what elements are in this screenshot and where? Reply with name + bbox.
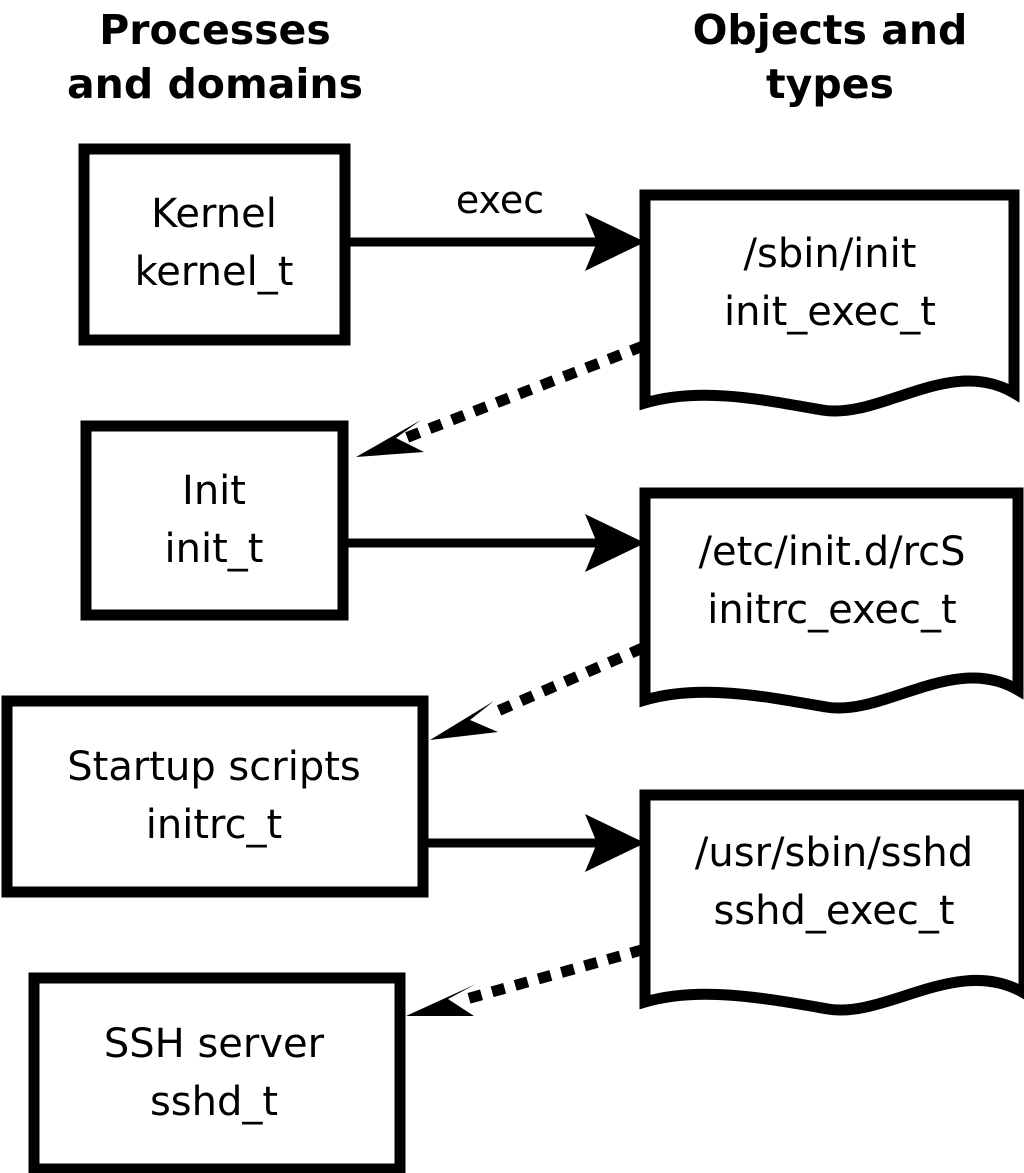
node-usr-sbin-sshd[interactable]: /usr/sbin/sshd sshd_exec_t xyxy=(639,789,1024,1016)
node-kernel-line2: kernel_t xyxy=(135,249,294,295)
column-header-objects-line1: Objects and xyxy=(693,6,968,54)
edge-init_exec-transition-init-arrowhead xyxy=(356,420,424,457)
node-usr-sbin-sshd-line2: sshd_exec_t xyxy=(713,888,954,934)
node-sbin-init-line2: init_exec_t xyxy=(724,289,936,335)
column-header-processes-line1: Processes xyxy=(99,6,331,54)
node-init-line1: Init xyxy=(182,468,246,514)
edge-initrc-exec-sshd_exec-arrowhead xyxy=(585,814,645,872)
edge-init_exec-transition-init-line xyxy=(400,340,646,445)
edge-initrc-exec-sshd_exec xyxy=(428,814,645,872)
edge-sshd_exec-transition-sshd xyxy=(406,944,645,1016)
edge-init_exec-transition-init xyxy=(356,340,646,457)
node-etc-initd-rcs-document-shape[interactable] xyxy=(639,487,1024,714)
node-kernel[interactable]: Kernel kernel_t xyxy=(78,143,351,346)
column-header-objects-line2: types xyxy=(766,60,894,108)
edge-sshd_exec-transition-sshd-arrowhead xyxy=(406,984,476,1016)
node-init-line2: init_t xyxy=(165,526,264,572)
node-ssh-server[interactable]: SSH server sshd_t xyxy=(28,972,406,1173)
node-sbin-init-line1: /sbin/init xyxy=(744,231,917,277)
edge-sshd_exec-transition-sshd-line xyxy=(456,944,645,1007)
edge-kernel-exec-init_exec-arrowhead xyxy=(585,213,645,271)
node-startup-scripts-line2: initrc_t xyxy=(146,802,283,848)
column-header-processes-line2: and domains xyxy=(67,60,363,108)
edge-initrc_exec-transition-initrc-arrowhead xyxy=(430,701,498,740)
edge-initrc_exec-transition-initrc xyxy=(430,642,646,740)
node-ssh-server-line2: sshd_t xyxy=(150,1079,278,1125)
node-usr-sbin-sshd-document-shape[interactable] xyxy=(639,789,1024,1016)
node-startup-scripts-box[interactable] xyxy=(1,695,429,898)
edge-label-exec: exec xyxy=(456,178,544,222)
edge-init-exec-initrc_exec xyxy=(348,514,645,572)
node-startup-scripts[interactable]: Startup scripts initrc_t xyxy=(1,695,429,898)
node-ssh-server-line1: SSH server xyxy=(104,1021,325,1067)
node-etc-initd-rcs[interactable]: /etc/init.d/rcS initrc_exec_t xyxy=(639,487,1024,714)
node-usr-sbin-sshd-line1: /usr/sbin/sshd xyxy=(695,830,973,876)
node-kernel-line1: Kernel xyxy=(151,191,277,237)
column-header-processes: Processes and domains xyxy=(67,6,363,108)
edge-kernel-exec-init_exec: exec xyxy=(350,178,645,271)
column-header-objects: Objects and types xyxy=(693,6,968,108)
node-sbin-init[interactable]: /sbin/init init_exec_t xyxy=(639,189,1020,417)
node-etc-initd-rcs-line2: initrc_exec_t xyxy=(707,587,956,633)
node-etc-initd-rcs-line1: /etc/init.d/rcS xyxy=(698,529,965,575)
node-init[interactable]: Init init_t xyxy=(80,420,349,621)
node-init-box[interactable] xyxy=(80,420,349,621)
node-ssh-server-box[interactable] xyxy=(28,972,406,1173)
node-sbin-init-document-shape[interactable] xyxy=(639,189,1020,417)
edge-init-exec-initrc_exec-arrowhead xyxy=(585,514,645,572)
node-startup-scripts-line1: Startup scripts xyxy=(67,744,360,790)
node-kernel-box[interactable] xyxy=(78,143,351,346)
edge-initrc_exec-transition-initrc-line xyxy=(476,642,646,725)
